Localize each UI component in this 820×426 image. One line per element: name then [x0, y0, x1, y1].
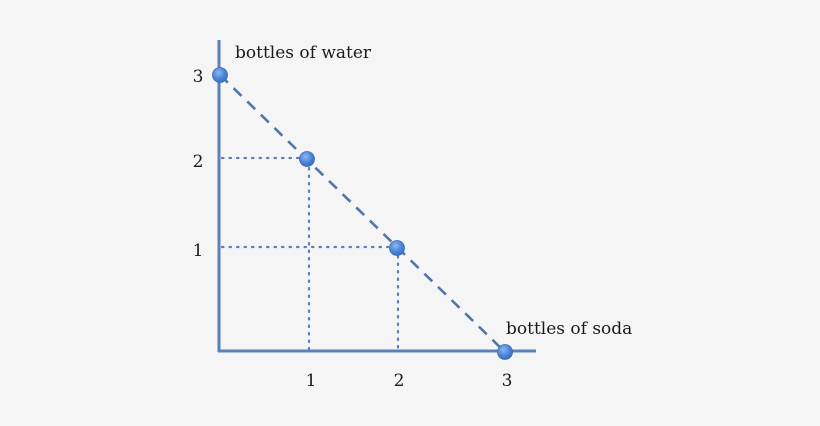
point-0-3 — [212, 67, 228, 83]
y-axis-label: bottles of water — [235, 43, 372, 63]
point-3-0 — [497, 344, 513, 360]
x-tick-3: 3 — [502, 371, 513, 391]
guide-lines — [220, 156, 400, 351]
data-points — [212, 67, 513, 360]
y-tick-1: 1 — [193, 241, 204, 261]
y-tick-3: 3 — [193, 67, 204, 87]
x-tick-1: 1 — [306, 371, 317, 391]
point-2-1 — [389, 240, 405, 256]
axes — [217, 40, 536, 353]
x-axis-label: bottles of soda — [506, 319, 632, 339]
budget-line — [219, 74, 506, 353]
x-tick-2: 2 — [394, 371, 405, 391]
y-tick-2: 2 — [193, 152, 204, 172]
point-1-2 — [299, 151, 315, 167]
